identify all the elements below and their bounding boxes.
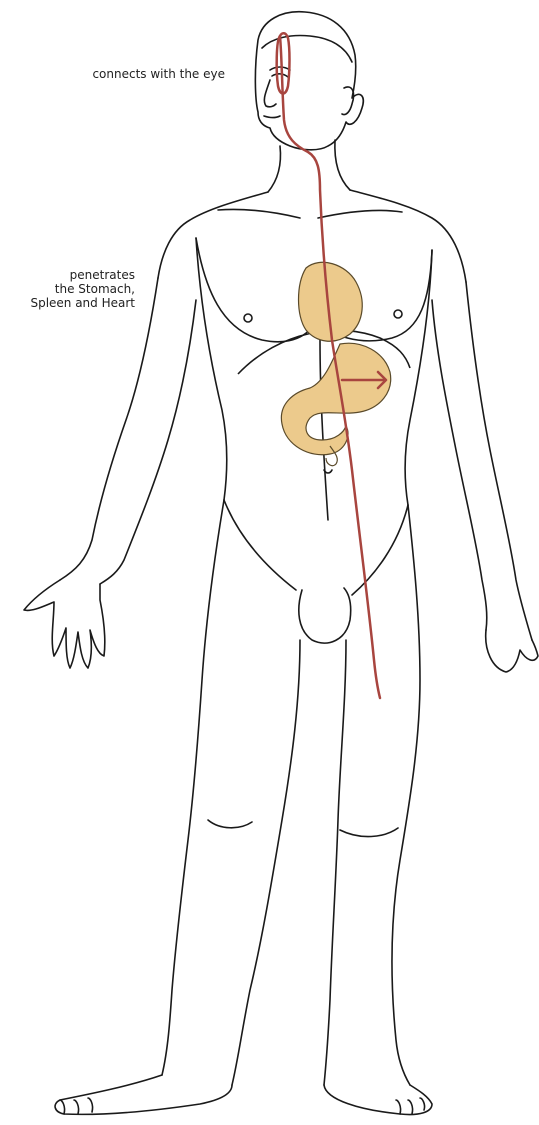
right-arm-outer (466, 282, 532, 640)
pectoral-left (196, 238, 315, 342)
right-toes (396, 1098, 425, 1114)
right-leg-outer (392, 505, 420, 1085)
left-arm-inner (100, 300, 196, 584)
left-arm-outer (60, 278, 158, 580)
organs-label-line-1: penetrates (30, 268, 135, 282)
hip-left (224, 500, 296, 590)
right-arm-inner (432, 300, 487, 630)
left-foot (55, 1075, 232, 1114)
organs-label-line-2: the Stomach, (30, 282, 135, 296)
eye (272, 74, 288, 77)
right-shoulder (350, 190, 466, 282)
eye-connection-label: connects with the eye (92, 67, 225, 81)
brow (270, 67, 290, 70)
body-outline (24, 12, 538, 1115)
neck-left (268, 146, 281, 192)
right-leg-inner (324, 640, 346, 1085)
head-outline (255, 12, 363, 150)
mouth (264, 116, 280, 118)
genitals (299, 588, 351, 643)
organs-label-line-3: Spleen and Heart (30, 296, 135, 310)
right-foot (324, 1085, 432, 1115)
left-leg-outer (162, 500, 224, 1075)
torso-left (196, 238, 227, 500)
nipple-left (244, 314, 252, 322)
neck-right (335, 140, 350, 190)
left-knee (208, 820, 252, 828)
nose (264, 80, 276, 107)
clavicle-left (218, 209, 300, 218)
organs-label: penetrates the Stomach, Spleen and Heart (30, 268, 135, 310)
left-shoulder (158, 192, 268, 278)
ear (342, 87, 354, 115)
right-knee (340, 828, 398, 837)
nipple-right (394, 310, 402, 318)
left-leg-inner (232, 640, 300, 1085)
clavicle-right (318, 210, 402, 218)
abdominal-line (320, 340, 328, 520)
left-toes (60, 1098, 93, 1114)
left-hand (24, 580, 105, 668)
